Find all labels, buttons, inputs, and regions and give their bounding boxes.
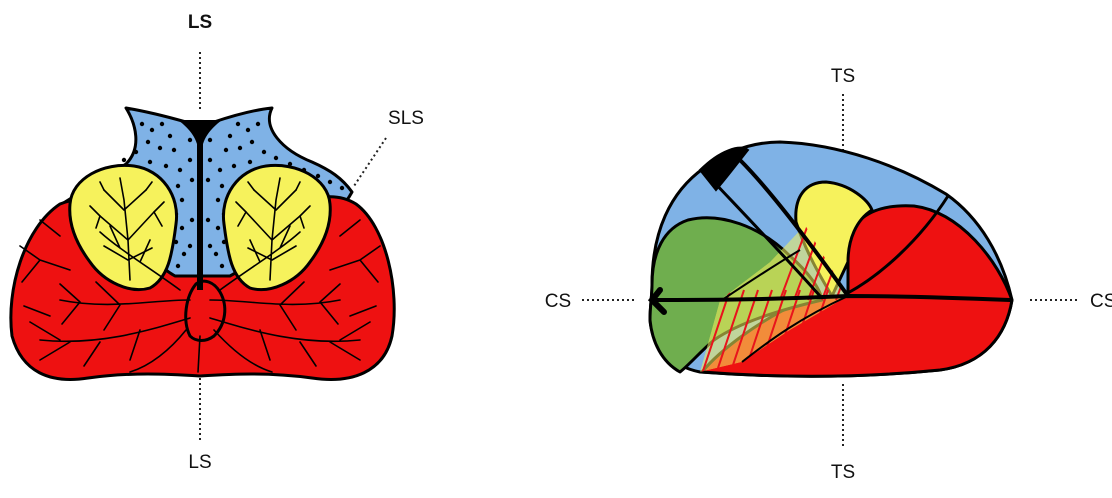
left-central-prominence: [186, 281, 225, 340]
right-figure: TS TS CS CS: [545, 66, 1112, 483]
right-right-label: CS: [1090, 291, 1112, 312]
sls-guide-line: [354, 138, 386, 186]
left-top-label: LS: [188, 12, 212, 33]
left-side-label: SLS: [388, 108, 424, 129]
right-top-label: TS: [831, 66, 855, 87]
right-left-label: CS: [545, 291, 571, 312]
left-bottom-label: LS: [188, 452, 211, 473]
right-bottom-label: TS: [831, 462, 855, 483]
left-figure: LS LS SLS: [11, 12, 424, 473]
